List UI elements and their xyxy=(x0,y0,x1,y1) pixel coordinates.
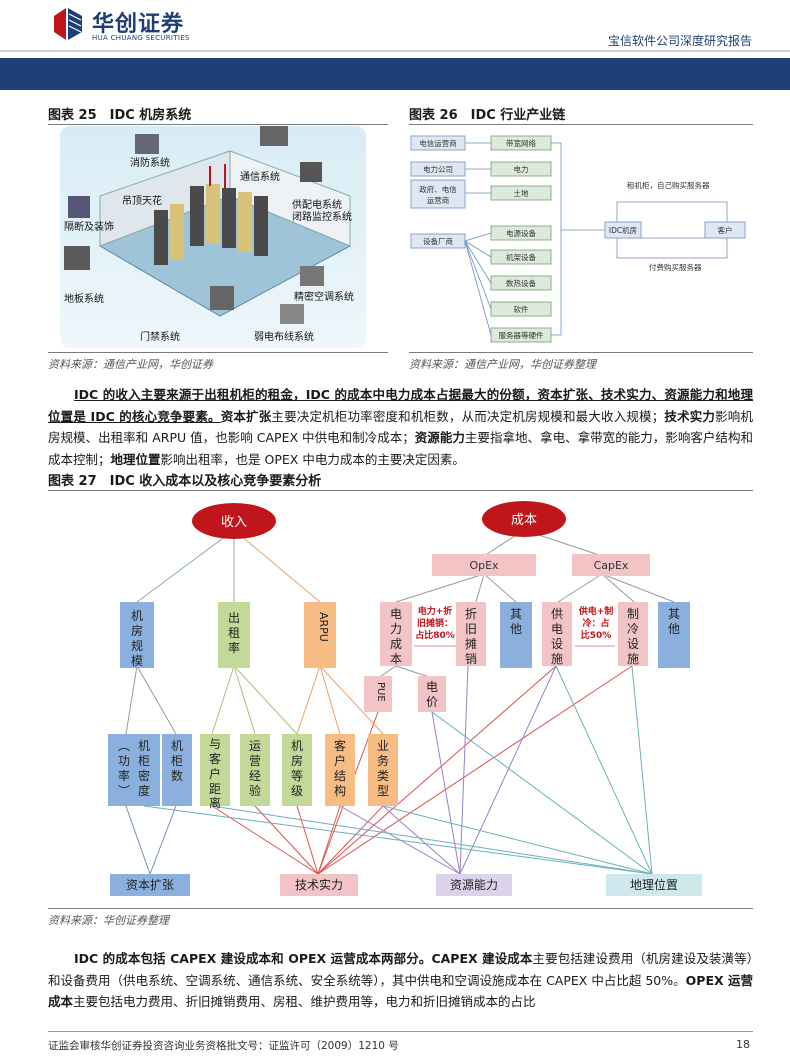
logo-mark-icon xyxy=(50,6,86,42)
chain-right-node: 客户 xyxy=(718,225,733,235)
chain-top-note: 租机柜，自己购买服务器 xyxy=(627,180,710,190)
footer-text: 证监会审核华创证券投资咨询业务资格批文号：证监许可（2009）1210 号 xyxy=(48,1038,399,1053)
report-title: 宝信软件公司深度研究报告 xyxy=(608,32,752,49)
header-band xyxy=(0,58,790,90)
factor-distance-label: 与客户距离 xyxy=(209,737,221,810)
label-power: 供配电系统 xyxy=(292,198,342,211)
cost-box-other-capex-label: 其他 xyxy=(668,607,680,636)
fig27-rule xyxy=(48,490,753,491)
factor-room-grade-label: 机房等级 xyxy=(291,739,303,798)
chain-mid-node: 带宽网络 xyxy=(506,138,536,148)
para1-kw3: 资源能力 xyxy=(415,430,465,445)
paragraph-2: IDC 的成本包括 CAPEX 建设成本和 OPEX 运营成本两部分。CAPEX… xyxy=(48,948,753,1013)
driver-location-label: 地理位置 xyxy=(630,877,678,892)
chain-left-node: 设备厂商 xyxy=(423,236,453,246)
cost-box-electricity-label: 电力成本 xyxy=(390,607,402,666)
chain-right-node: IDC机房 xyxy=(609,225,637,235)
fig26-rule xyxy=(409,124,753,125)
chain-mid-node: 电力 xyxy=(514,164,529,174)
cost-label: 成本 xyxy=(511,513,537,528)
driver-resource-label: 资源能力 xyxy=(450,878,498,892)
capex-label: CapEx xyxy=(594,559,629,572)
chain-left-node: 电信运营商 xyxy=(419,138,457,148)
cost-box-cooling-label: 制冷设施 xyxy=(627,607,639,666)
chain-left-node: 运营商 xyxy=(427,195,450,205)
note-opex: 电力+折旧摊销：占比80% xyxy=(415,605,455,641)
elec-price-label: 电价 xyxy=(426,680,438,709)
fig25-idc-room-image: 消防系统 通信系统 吊顶天花 隔断及装饰 供配电系统 闭路监控系统 地板系统 精… xyxy=(60,126,366,348)
opex-label: OpEx xyxy=(469,559,499,572)
label-ceiling: 吊顶天花 xyxy=(122,194,162,207)
label-aircon: 精密空调系统 xyxy=(294,290,354,303)
driver-tech-label: 技术实力 xyxy=(295,877,343,892)
header-rule xyxy=(0,50,790,52)
page-number: 18 xyxy=(736,1038,750,1051)
chain-bottom-note: 付费购买服务器 xyxy=(649,262,702,272)
fig25-rule xyxy=(48,124,388,125)
income-label: 收入 xyxy=(221,515,247,530)
fig25-source: 资料来源：通信产业网，华创证券 xyxy=(48,356,213,372)
fig25-title: 图表 25 IDC 机房系统 xyxy=(48,104,191,123)
paragraph-1: IDC 的收入主要来源于出租机柜的租金，IDC 的成本中电力成本占据最大的份额，… xyxy=(48,384,753,470)
note-capex: 供电+制冷：占比50% xyxy=(578,605,614,641)
fig27-source: 资料来源：华创证券整理 xyxy=(48,912,169,928)
label-partition: 隔断及装饰 xyxy=(64,220,114,233)
chain-mid-node: 土地 xyxy=(514,188,529,198)
para1-kw1: 资本扩张 xyxy=(221,409,272,424)
para1-kw4: 地理位置 xyxy=(111,452,161,467)
cost-box-power-supply-label: 供电设施 xyxy=(551,607,563,666)
chain-left-node: 政府、电信 xyxy=(419,184,457,194)
cost-box-other-opex-label: 其他 xyxy=(510,607,522,636)
para2-kw1: CAPEX 建设成本 xyxy=(431,951,532,966)
para1-text1: 主要决定机柜功率密度和机柜数，从而决定机房规模和最大收入规模； xyxy=(271,409,664,424)
footer-rule xyxy=(48,1031,753,1032)
rev-box-scale-label: 机房规模 xyxy=(131,609,143,668)
fig26-title: 图表 26 IDC 行业产业链 xyxy=(409,104,565,123)
chain-mid-node: 服务器等硬件 xyxy=(499,330,544,340)
chain-mid-node: 数热设备 xyxy=(506,278,536,288)
fig26-chain-diagram: 电信运营商 电力公司 政府、电信 运营商 设备厂商 带宽网络 电力 土地 电源设… xyxy=(409,130,753,348)
label-floor: 地板系统 xyxy=(64,292,104,305)
label-comm: 通信系统 xyxy=(240,170,280,183)
label-cctv: 闭路监控系统 xyxy=(292,210,352,223)
factor-business-type-label: 业务类型 xyxy=(377,739,389,798)
chain-mid-node: 机架设备 xyxy=(506,252,536,262)
factor-rack-count-label: 机柜数 xyxy=(171,739,183,783)
chain-mid-node: 电源设备 xyxy=(506,228,536,238)
para1-text4: 影响出租率，也是 OPEX 中电力成本的主要决定因素。 xyxy=(161,452,465,467)
chain-left-node: 电力公司 xyxy=(423,164,453,174)
para2-text2: 主要包括电力费用、折旧摊销费用、房租、维护费用等，电力和折旧摊销成本的占比 xyxy=(73,994,536,1009)
factor-rack-density xyxy=(108,734,160,806)
page-header: 华创证券 HUA CHUANG SECURITIES 宝信软件公司深度研究报告 xyxy=(0,0,790,92)
fig27-title: 图表 27 IDC 收入成本以及核心竞争要素分析 xyxy=(48,470,321,489)
fig27-diagram: 收入 成本 OpEx CapEx 机房规模 出租率 ARPU 电力成本 电力+折… xyxy=(48,494,753,906)
label-weak: 弱电布线系统 xyxy=(254,330,314,343)
fig25-bottom-rule xyxy=(48,352,388,353)
label-fire: 消防系统 xyxy=(130,156,170,169)
factor-operation-label: 运营经验 xyxy=(249,739,261,798)
para2-lead: IDC 的成本包括 CAPEX 建设成本和 OPEX 运营成本两部分。 xyxy=(74,951,431,966)
rev-box-arpu-label: ARPU xyxy=(317,612,330,642)
logo: 华创证券 HUA CHUANG SECURITIES xyxy=(50,6,200,46)
driver-capital-label: 资本扩张 xyxy=(126,878,174,892)
fig26-source: 资料来源：通信产业网，华创证券整理 xyxy=(409,356,596,372)
fig27-bottom-rule xyxy=(48,908,753,909)
label-access: 门禁系统 xyxy=(140,330,180,343)
chain-mid-node: 软件 xyxy=(514,304,529,314)
fig26-bottom-rule xyxy=(409,352,753,353)
logo-en: HUA CHUANG SECURITIES xyxy=(92,34,190,42)
rev-box-occupancy-label: 出租率 xyxy=(228,611,240,655)
pue-label: PUE xyxy=(375,682,386,702)
para1-kw2: 技术实力 xyxy=(664,409,715,424)
